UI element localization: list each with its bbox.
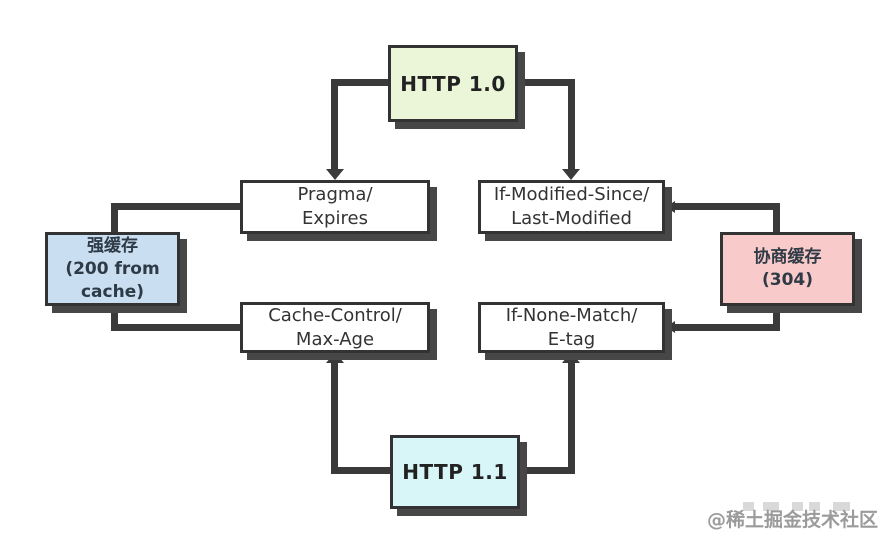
watermark-bar-icon xyxy=(833,502,850,511)
edge-http11-right-horizontal xyxy=(517,467,575,474)
node-http-1-1-label: HTTP 1.1 xyxy=(402,460,508,484)
edge-negocache-top-vertical xyxy=(773,203,780,234)
node-negotiated-cache-line1: 协商缓存 xyxy=(753,247,822,267)
node-if-modified-since-line2: Last-Modified xyxy=(511,208,632,229)
node-if-none-match-line2: E-tag xyxy=(547,328,596,350)
watermark-bar-icon xyxy=(809,502,820,511)
node-strong-cache: 强缓存 (200 from cache) xyxy=(45,232,180,306)
node-cache-control: Cache-Control/ Max-Age xyxy=(240,302,430,353)
node-if-modified-since-line1: If-Modified-Since/ xyxy=(493,184,650,205)
node-negotiated-cache: 协商缓存 (304) xyxy=(720,232,855,306)
edge-negocache-ifnonematch-horizontal xyxy=(663,324,780,331)
edge-http10-right-horizontal xyxy=(518,79,575,86)
arrowhead-into-if-none-match-icon xyxy=(562,352,580,363)
watermark-bar-icon xyxy=(792,502,803,511)
edge-http11-right-vertical xyxy=(568,363,575,474)
arrowhead-into-if-modified-icon xyxy=(562,169,580,180)
arrowhead-into-if-modified-side-icon xyxy=(666,201,675,213)
node-cache-control-line2: Max-Age xyxy=(295,328,375,350)
node-pragma-expires: Pragma/ Expires xyxy=(240,180,430,234)
node-cache-control-line1: Cache-Control/ xyxy=(268,304,402,326)
node-pragma-expires-line2: Expires xyxy=(302,208,368,229)
node-http-1-1: HTTP 1.1 xyxy=(390,435,520,509)
edge-negocache-bottom-vertical xyxy=(773,304,780,331)
node-if-none-match-line1: If-None-Match/ xyxy=(505,304,638,326)
node-http-1-0: HTTP 1.0 xyxy=(388,45,518,122)
node-pragma-expires-line1: Pragma/ xyxy=(297,184,373,205)
edge-strongcache-bottom-vertical xyxy=(111,304,118,331)
node-http-1-0-label: HTTP 1.0 xyxy=(400,71,506,96)
node-negotiated-cache-line2: (304) xyxy=(761,270,814,290)
edge-strongcache-top-vertical xyxy=(111,203,118,234)
edge-ifmodified-negocache-horizontal xyxy=(663,203,780,210)
arrowhead-into-if-none-match-side-icon xyxy=(666,321,675,333)
edge-http11-left-vertical xyxy=(331,363,338,474)
node-if-none-match: If-None-Match/ E-tag xyxy=(478,302,665,353)
edge-http11-left-horizontal xyxy=(331,467,392,474)
edge-http10-left-vertical xyxy=(331,79,338,171)
arrowhead-into-cache-control-icon xyxy=(326,352,344,363)
node-if-modified-since: If-Modified-Since/ Last-Modified xyxy=(478,180,665,234)
edge-pragma-strongcache-horizontal xyxy=(111,203,242,210)
watermark-bar-icon xyxy=(743,502,754,511)
arrowhead-into-pragma-icon xyxy=(326,169,344,180)
edge-http10-left-horizontal xyxy=(331,79,391,86)
node-strong-cache-line2: (200 from xyxy=(65,258,160,279)
edge-http10-right-vertical xyxy=(568,79,575,171)
edge-strongcache-cachecontrol-horizontal xyxy=(111,324,242,331)
watermark-text: @稀土掘金技术社区 xyxy=(706,509,878,531)
node-strong-cache-line1: 强缓存 xyxy=(87,235,138,256)
watermark-bar-icon xyxy=(763,502,779,511)
node-strong-cache-line3: cache) xyxy=(80,281,145,302)
